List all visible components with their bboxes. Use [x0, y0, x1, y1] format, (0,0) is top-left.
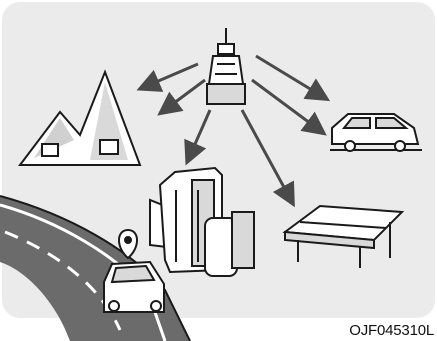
car-on-road	[104, 262, 164, 312]
figure-code: OJF045310L	[349, 322, 434, 339]
